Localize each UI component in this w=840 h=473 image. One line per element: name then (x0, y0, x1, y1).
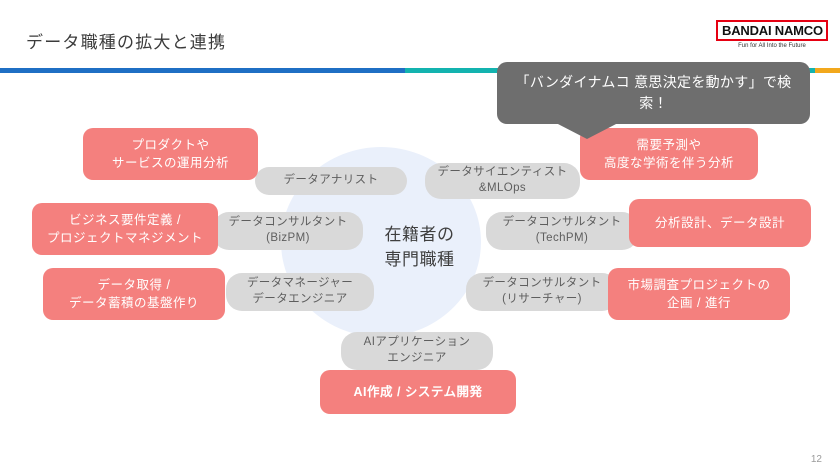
role-pill-data-scientist-mlops: データサイエンティスト&MLOps (425, 163, 580, 199)
bandai-namco-logo: BANDAI NAMCO Fun for All Into the Future (716, 20, 828, 49)
skill-box-analysis-design-data-design: 分析設計、データ設計 (629, 199, 811, 247)
search-callout: 「バンダイナムコ 意思決定を動かす」で検索！ (497, 62, 810, 124)
role-pill-data-consultant-bizpm: データコンサルタント(BizPM) (213, 212, 363, 250)
logo-wordmark: BANDAI NAMCO (722, 23, 823, 38)
role-pill-ai-application-engineer: AIアプリケーションエンジニア (341, 332, 493, 370)
role-pill-data-consultant-techpm: データコンサルタント(TechPM) (486, 212, 638, 250)
center-label: 在籍者の専門職種 (384, 225, 455, 269)
divider-segment-orange (815, 68, 840, 73)
skill-box-data-acquisition-storage-foundation: データ取得 /データ蓄積の基盤作り (43, 268, 225, 320)
divider-segment-blue (0, 68, 413, 73)
logo-border-box: BANDAI NAMCO (716, 20, 828, 41)
skill-box-ai-creation-system-development: AI作成 / システム開発 (320, 370, 516, 414)
page-number: 12 (810, 454, 822, 465)
skill-box-market-research-project-planning: 市場調査プロジェクトの企画 / 進行 (608, 268, 790, 320)
role-pill-data-consultant-researcher: データコンサルタント(リサーチャー) (466, 273, 618, 311)
callout-tail-icon (556, 123, 618, 139)
role-pill-data-analyst: データアナリスト (255, 167, 407, 195)
skill-box-product-service-ops-analysis: プロダクトやサービスの運用分析 (83, 128, 258, 180)
skill-box-business-requirements-project-management: ビジネス要件定義 /プロジェクトマネジメント (32, 203, 218, 255)
logo-tagline: Fun for All Into the Future (738, 42, 806, 49)
page-title: データ職種の拡大と連携 (26, 33, 227, 52)
role-pill-data-manager-engineer: データマネージャーデータエンジニア (226, 273, 374, 311)
